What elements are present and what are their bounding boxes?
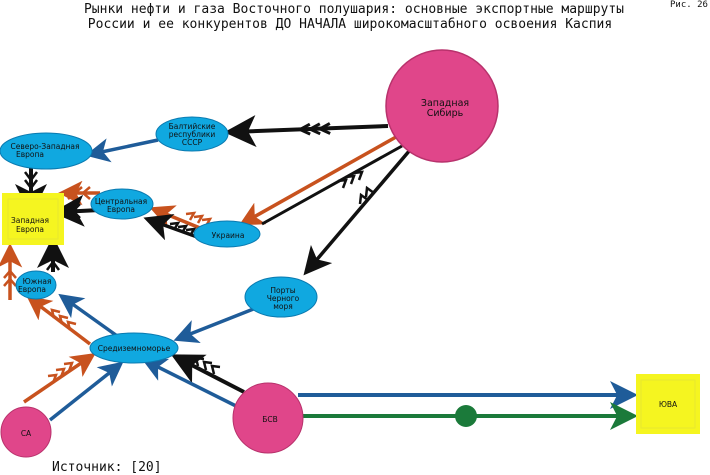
node-west-siberia-l1: Западная [421,98,469,109]
source-note: Источник: [20] [52,460,162,475]
node-black-sea-l3: моря [273,302,293,311]
node-black-sea-l2: Черного [267,294,300,303]
node-baltic-l3: СССР [182,138,203,147]
node-central-europe: Центральная Европа [90,188,154,220]
title-line-2: России и ее конкурентов ДО НАЧАЛА широко… [88,17,612,32]
node-south-europe-l2: Европа [18,285,46,294]
title-line-1: Рынки нефти и газа Восточного полушария:… [84,2,624,17]
route-blacksea-med [173,306,257,343]
node-baltic-l1: Балтийские [169,122,216,131]
node-west-siberia: Западная Сибирь [385,49,499,163]
route-bsv-med-blue [141,358,241,410]
node-bsv-l1: БСВ [262,415,278,424]
node-nw-europe-l1: Северо-Западная [10,142,79,151]
route-south-weurope-oil-chevrons [3,269,17,287]
route-bsv-yva-green-dot [455,405,477,427]
node-ukraine-l1: Украина [212,231,245,240]
node-west-siberia-l2: Сибирь [427,108,464,119]
route-wsib-ukraine-oil [238,135,397,226]
node-mediterranean-l1: Средиземноморье [98,344,171,353]
node-west-europe-l1: Западная [11,216,49,225]
route-ukraine-centeurope-oil [149,205,201,230]
node-ukraine: Украина [193,220,261,248]
route-med-seurope-gas [58,293,122,340]
node-usa: СА [0,406,52,458]
node-bsv: БСВ [232,382,304,454]
node-nw-europe-l2: Европа [16,150,44,159]
node-black-sea: Порты Черного моря [244,276,318,318]
route-usa-med-oil-chevrons [47,361,74,384]
route-wsib-blacksea-chevrons [358,185,375,205]
node-mediterranean: Средиземноморье [89,332,179,364]
route-baltic-nweurope [85,138,159,163]
node-south-europe: Южная Европа [15,270,57,300]
route-nweurope-weurope-chevrons [24,171,38,191]
route-wsib-ukraine-chevrons [337,170,364,189]
route-wsib-ukraine-gas [261,144,403,226]
node-central-europe-l2: Европа [107,205,135,214]
route-ukraine-centeurope-gas-chevrons [169,221,197,237]
node-baltic: Балтийские республики СССР [155,116,229,152]
node-central-europe-l1: Центральная [95,197,147,206]
node-black-sea-l1: Порты [270,286,295,295]
node-west-europe-l2: Европа [16,225,44,234]
node-usa-l1: СА [21,429,32,438]
route-usa-med-oil [23,353,96,404]
node-west-europe: Западная Европа [2,193,64,245]
route-bsv-med-gas [170,354,245,394]
route-seurope-weurope-chevrons [46,251,60,271]
figure-label: Рис. 26 [670,0,708,10]
routes [0,115,638,430]
route-bsv-med-chevrons [194,356,221,375]
node-baltic-l2: республики [169,130,216,139]
node-yva: ЮВА [636,374,700,434]
node-nw-europe: Северо-Западная Европа [0,132,93,170]
route-usa-med-gas [48,361,124,422]
route-centeurope-weurope-gas-chevrons [63,203,81,219]
node-yva-l1: ЮВА [659,400,678,409]
route-wsib-blacksea [303,148,412,276]
route-wsib-baltic-chevrons [296,122,331,136]
node-south-europe-l1: Южная [23,277,52,286]
